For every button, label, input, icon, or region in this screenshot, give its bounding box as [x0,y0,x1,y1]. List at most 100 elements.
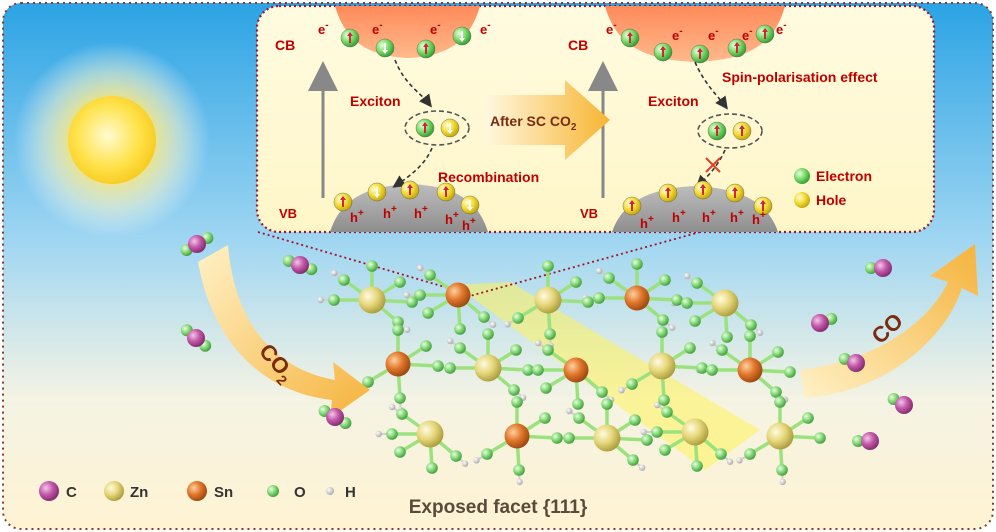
electron-symbol: e- [672,26,683,43]
oxygen-atom [540,382,552,394]
hydrogen-atom [654,401,661,409]
oxygen-atom [651,426,663,438]
hole-symbol: h+ [350,208,364,225]
right-vb-label: VB [580,206,598,221]
oxygen-atom [656,326,668,338]
hole: h+ [460,195,480,233]
right-exciton-ellipse [697,113,763,149]
hole-symbol: h+ [445,210,459,227]
hole: h+ [693,180,716,225]
oxygen-atom [563,432,575,444]
exciton-hole [732,121,752,141]
oxygen-atom [362,376,374,388]
hole-symbol: h+ [730,208,744,225]
hole: h+ [400,180,428,221]
oxygen-atom [715,448,727,460]
atom-legend-label-sn: Sn [214,484,233,501]
oxygen-atom [512,312,524,324]
atom-legend-label-zn: Zn [130,484,148,501]
electron-symbol: e- [318,20,329,37]
hole: h+ [436,182,459,227]
oxygen-atom [386,428,398,440]
zinc-atom [593,424,621,452]
oxygen-atom [426,462,438,474]
oxygen-atom [394,446,406,458]
hole-legend-label: Hole [816,192,847,208]
hydrogen-atom [489,321,497,328]
tin-atom [624,285,650,311]
right-exciton-label: Exciton [648,93,699,109]
exciton-hole [440,118,460,138]
hole: h+ [622,196,654,231]
hydrogen-atom [535,339,542,347]
oxygen-atom [776,464,788,476]
recombination-label: Recombination [438,169,539,185]
gas-molecules [180,232,913,450]
oxygen-atom [454,323,466,335]
oxygen-atom [539,412,551,424]
hydrogen-atom [417,264,424,272]
exciton-electron [415,118,435,138]
oxygen-atom [522,364,534,376]
zinc-atom [648,352,676,380]
oxygen-atom [626,378,638,390]
co2-molecule [318,405,352,429]
electron-symbol: e- [480,20,491,37]
oxygen-atom [744,448,756,460]
electron: e- [653,26,683,62]
oxygen-atom [659,444,671,456]
spin-polarisation-label: Spin-polarisation effect [722,69,878,85]
oxygen-atom [772,346,784,358]
hole-symbol: h+ [672,208,686,225]
hydrogen-atom [504,321,511,328]
charge-carriers: e-e-e-e-h+h+h+h+h+e-e-e-e-e-h+h+h+h+h+ [318,20,787,233]
hydrogen-atom [684,272,691,280]
svg-text:After SC CO2: After SC CO2 [490,113,577,133]
oxygen-atom [658,394,670,406]
oxygen-atom [657,314,669,326]
hydrogen-legend-icon [326,487,334,495]
oxygen-atom [328,294,340,306]
oxygen-atom [481,448,493,460]
hydrogen-atom [726,458,734,465]
hydrogen-atom [403,326,411,333]
carrier-legend: Electron Hole [794,168,872,208]
electron-symbol: e- [776,20,787,37]
oxygen-atom [696,362,708,374]
hydrogen-atom [638,464,646,471]
oxygen-atom [444,362,456,374]
oxygen-atom [641,434,653,446]
oxygen-atom [478,311,490,323]
oxygen-atom [770,386,782,398]
oxygen-atom [596,386,608,398]
oxygen-atom [745,319,757,331]
electron: e- [372,20,395,58]
zoom-line-left [257,231,456,291]
hole-symbol: h+ [383,204,397,221]
hydrogen-atom [709,339,716,347]
oxygen-atom [573,412,585,424]
hydrogen-atom [618,387,625,394]
tin-atom [504,423,530,449]
tin-atom [385,351,411,377]
electron: e- [755,20,787,44]
co-molecule [838,352,865,372]
co2-molecule [180,324,212,352]
atom-legend-label-h: H [345,484,356,501]
electron: e- [318,20,360,48]
oxygen-atom [691,277,703,289]
oxygen-atom [603,272,615,284]
oxygen-atom [366,260,378,272]
hole-symbol: h+ [752,210,766,227]
atom-legend: C Zn Sn O H [39,481,356,501]
oxygen-atom [570,276,582,288]
oxygen-atom [582,296,594,308]
right-excitation-arrow [694,61,728,110]
oxygen-atom [721,331,733,343]
hydrogen-atom [403,291,410,299]
sun-icon [14,42,210,238]
right-blocked-arrow [695,149,726,189]
co2-molecule [282,254,318,276]
zinc-atom [711,289,739,317]
